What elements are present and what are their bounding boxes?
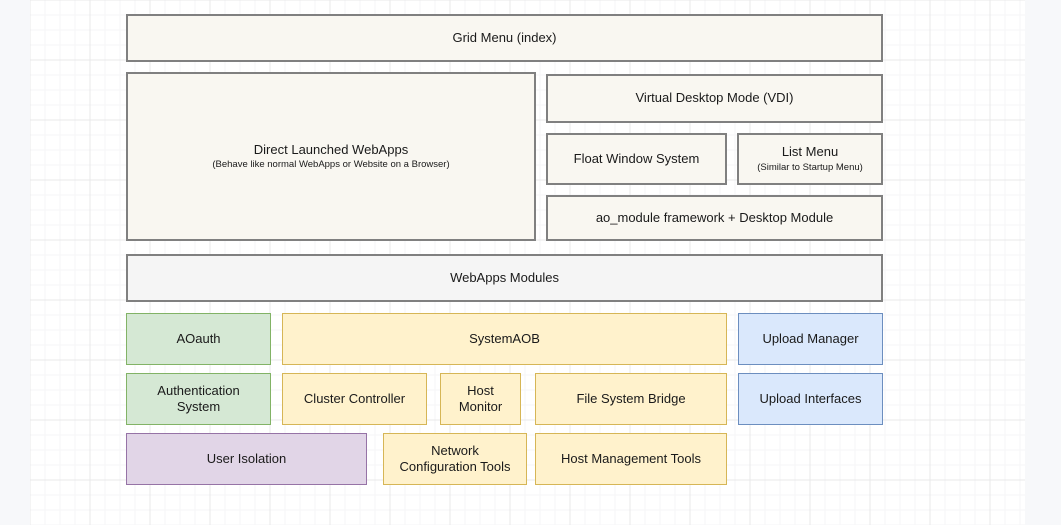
- node-label: Cluster Controller: [304, 391, 405, 407]
- node-label-group: List Menu (Similar to Startup Menu): [757, 144, 863, 173]
- node-label-group: AOauth: [176, 331, 220, 347]
- node-label: List Menu: [757, 144, 863, 160]
- node-label: WebApps Modules: [450, 270, 559, 286]
- node-float-window-system[interactable]: Float Window System: [546, 133, 727, 185]
- node-label: Upload Manager: [762, 331, 858, 347]
- node-label-group: File System Bridge: [576, 391, 685, 407]
- node-network-config-tools[interactable]: NetworkConfiguration Tools: [383, 433, 527, 485]
- node-label-group: Host Management Tools: [561, 451, 701, 467]
- node-label-group: Float Window System: [574, 151, 700, 167]
- node-webapps-modules[interactable]: WebApps Modules: [126, 254, 883, 302]
- node-label: HostMonitor: [459, 383, 502, 416]
- node-label: AOauth: [176, 331, 220, 347]
- node-upload-manager[interactable]: Upload Manager: [738, 313, 883, 365]
- node-ao-module-framework[interactable]: ao_module framework + Desktop Module: [546, 195, 883, 241]
- node-label: SystemAOB: [469, 331, 540, 347]
- node-authentication-system[interactable]: AuthenticationSystem: [126, 373, 271, 425]
- node-label-group: Cluster Controller: [304, 391, 405, 407]
- node-label-group: Upload Interfaces: [760, 391, 862, 407]
- node-label: User Isolation: [207, 451, 286, 467]
- node-upload-interfaces[interactable]: Upload Interfaces: [738, 373, 883, 425]
- node-label: Upload Interfaces: [760, 391, 862, 407]
- node-label: Direct Launched WebApps: [212, 142, 449, 158]
- node-label: File System Bridge: [576, 391, 685, 407]
- node-label-group: Virtual Desktop Mode (VDI): [636, 90, 794, 106]
- node-label: AuthenticationSystem: [157, 383, 239, 416]
- node-sublabel: (Behave like normal WebApps or Website o…: [212, 159, 449, 171]
- node-sublabel: (Similar to Startup Menu): [757, 162, 863, 174]
- node-file-system-bridge[interactable]: File System Bridge: [535, 373, 727, 425]
- node-label: Float Window System: [574, 151, 700, 167]
- node-direct-webapps[interactable]: Direct Launched WebApps(Behave like norm…: [126, 72, 536, 241]
- node-label-group: SystemAOB: [469, 331, 540, 347]
- node-system-aob[interactable]: SystemAOB: [282, 313, 727, 365]
- node-vdi-mode[interactable]: Virtual Desktop Mode (VDI): [546, 74, 883, 123]
- node-label-group: AuthenticationSystem: [157, 383, 239, 416]
- node-cluster-controller[interactable]: Cluster Controller: [282, 373, 427, 425]
- node-label: ao_module framework + Desktop Module: [596, 210, 833, 226]
- node-label-group: NetworkConfiguration Tools: [399, 443, 510, 476]
- node-user-isolation[interactable]: User Isolation: [126, 433, 367, 485]
- node-label-group: ao_module framework + Desktop Module: [596, 210, 833, 226]
- node-grid-menu[interactable]: Grid Menu (index): [126, 14, 883, 62]
- node-aoauth[interactable]: AOauth: [126, 313, 271, 365]
- node-host-monitor[interactable]: HostMonitor: [440, 373, 521, 425]
- node-label-group: Grid Menu (index): [452, 30, 556, 46]
- node-label: Host Management Tools: [561, 451, 701, 467]
- node-host-management-tools[interactable]: Host Management Tools: [535, 433, 727, 485]
- node-label: Virtual Desktop Mode (VDI): [636, 90, 794, 106]
- node-label-group: Upload Manager: [762, 331, 858, 347]
- node-list-menu[interactable]: List Menu (Similar to Startup Menu): [737, 133, 883, 185]
- node-label-group: User Isolation: [207, 451, 286, 467]
- node-label-group: Direct Launched WebApps(Behave like norm…: [212, 142, 449, 171]
- node-label: Grid Menu (index): [452, 30, 556, 46]
- node-label-group: HostMonitor: [459, 383, 502, 416]
- node-label: NetworkConfiguration Tools: [399, 443, 510, 476]
- node-label-group: WebApps Modules: [450, 270, 559, 286]
